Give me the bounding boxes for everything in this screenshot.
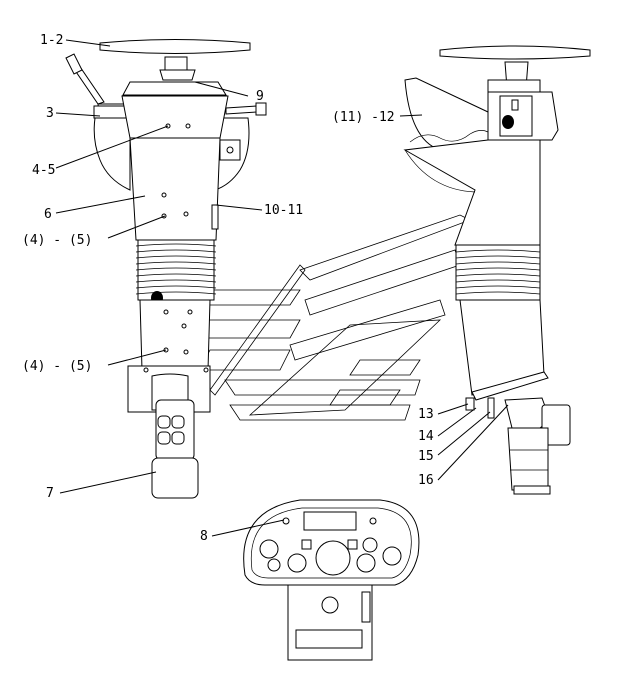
callout-6: 6 [44,207,52,222]
side-motor [507,427,549,491]
upper-housing [121,95,229,139]
watermark-logo [194,214,471,421]
callout-3: 3 [46,106,54,121]
leader-lines [55,39,509,537]
dash-pedestal [287,584,373,661]
wheel-hub [164,56,188,72]
steering-wheel [99,39,251,54]
callout-15: 15 [418,449,434,464]
motor-base [151,457,199,499]
callout-7: 7 [46,486,54,501]
callout-4-5-lower: (4) - (5) [22,359,92,374]
callout-9: 9 [256,89,264,104]
display-window [303,511,357,531]
side-steering-wheel [439,45,591,60]
callout-13: 13 [418,407,434,422]
callout-14: 14 [418,429,434,444]
side-bracket [471,371,549,401]
callout-4-5: 4-5 [32,163,55,178]
callout-16: 16 [418,473,434,488]
main-gauge [315,540,351,576]
callout-11-12: (11) -12 [332,110,395,125]
callout-10-11: 10-11 [264,203,303,218]
instrument-panel [243,499,420,661]
lower-tube [139,299,211,371]
hydraulic-unit [155,399,195,461]
callout-8: 8 [200,529,208,544]
side-view-column [403,45,591,495]
column-body [129,137,221,241]
switch-stalk [225,105,257,115]
callout-4-5-upper: (4) - (5) [22,233,92,248]
callout-1-2: 1-2 [40,33,63,48]
side-bellows [455,244,541,301]
callout-labels: 1-2 3 9 4-5 6 10-11 (4) - (5) (4) - (5) … [22,33,434,544]
front-view-column [65,39,267,499]
bellows [135,239,217,301]
